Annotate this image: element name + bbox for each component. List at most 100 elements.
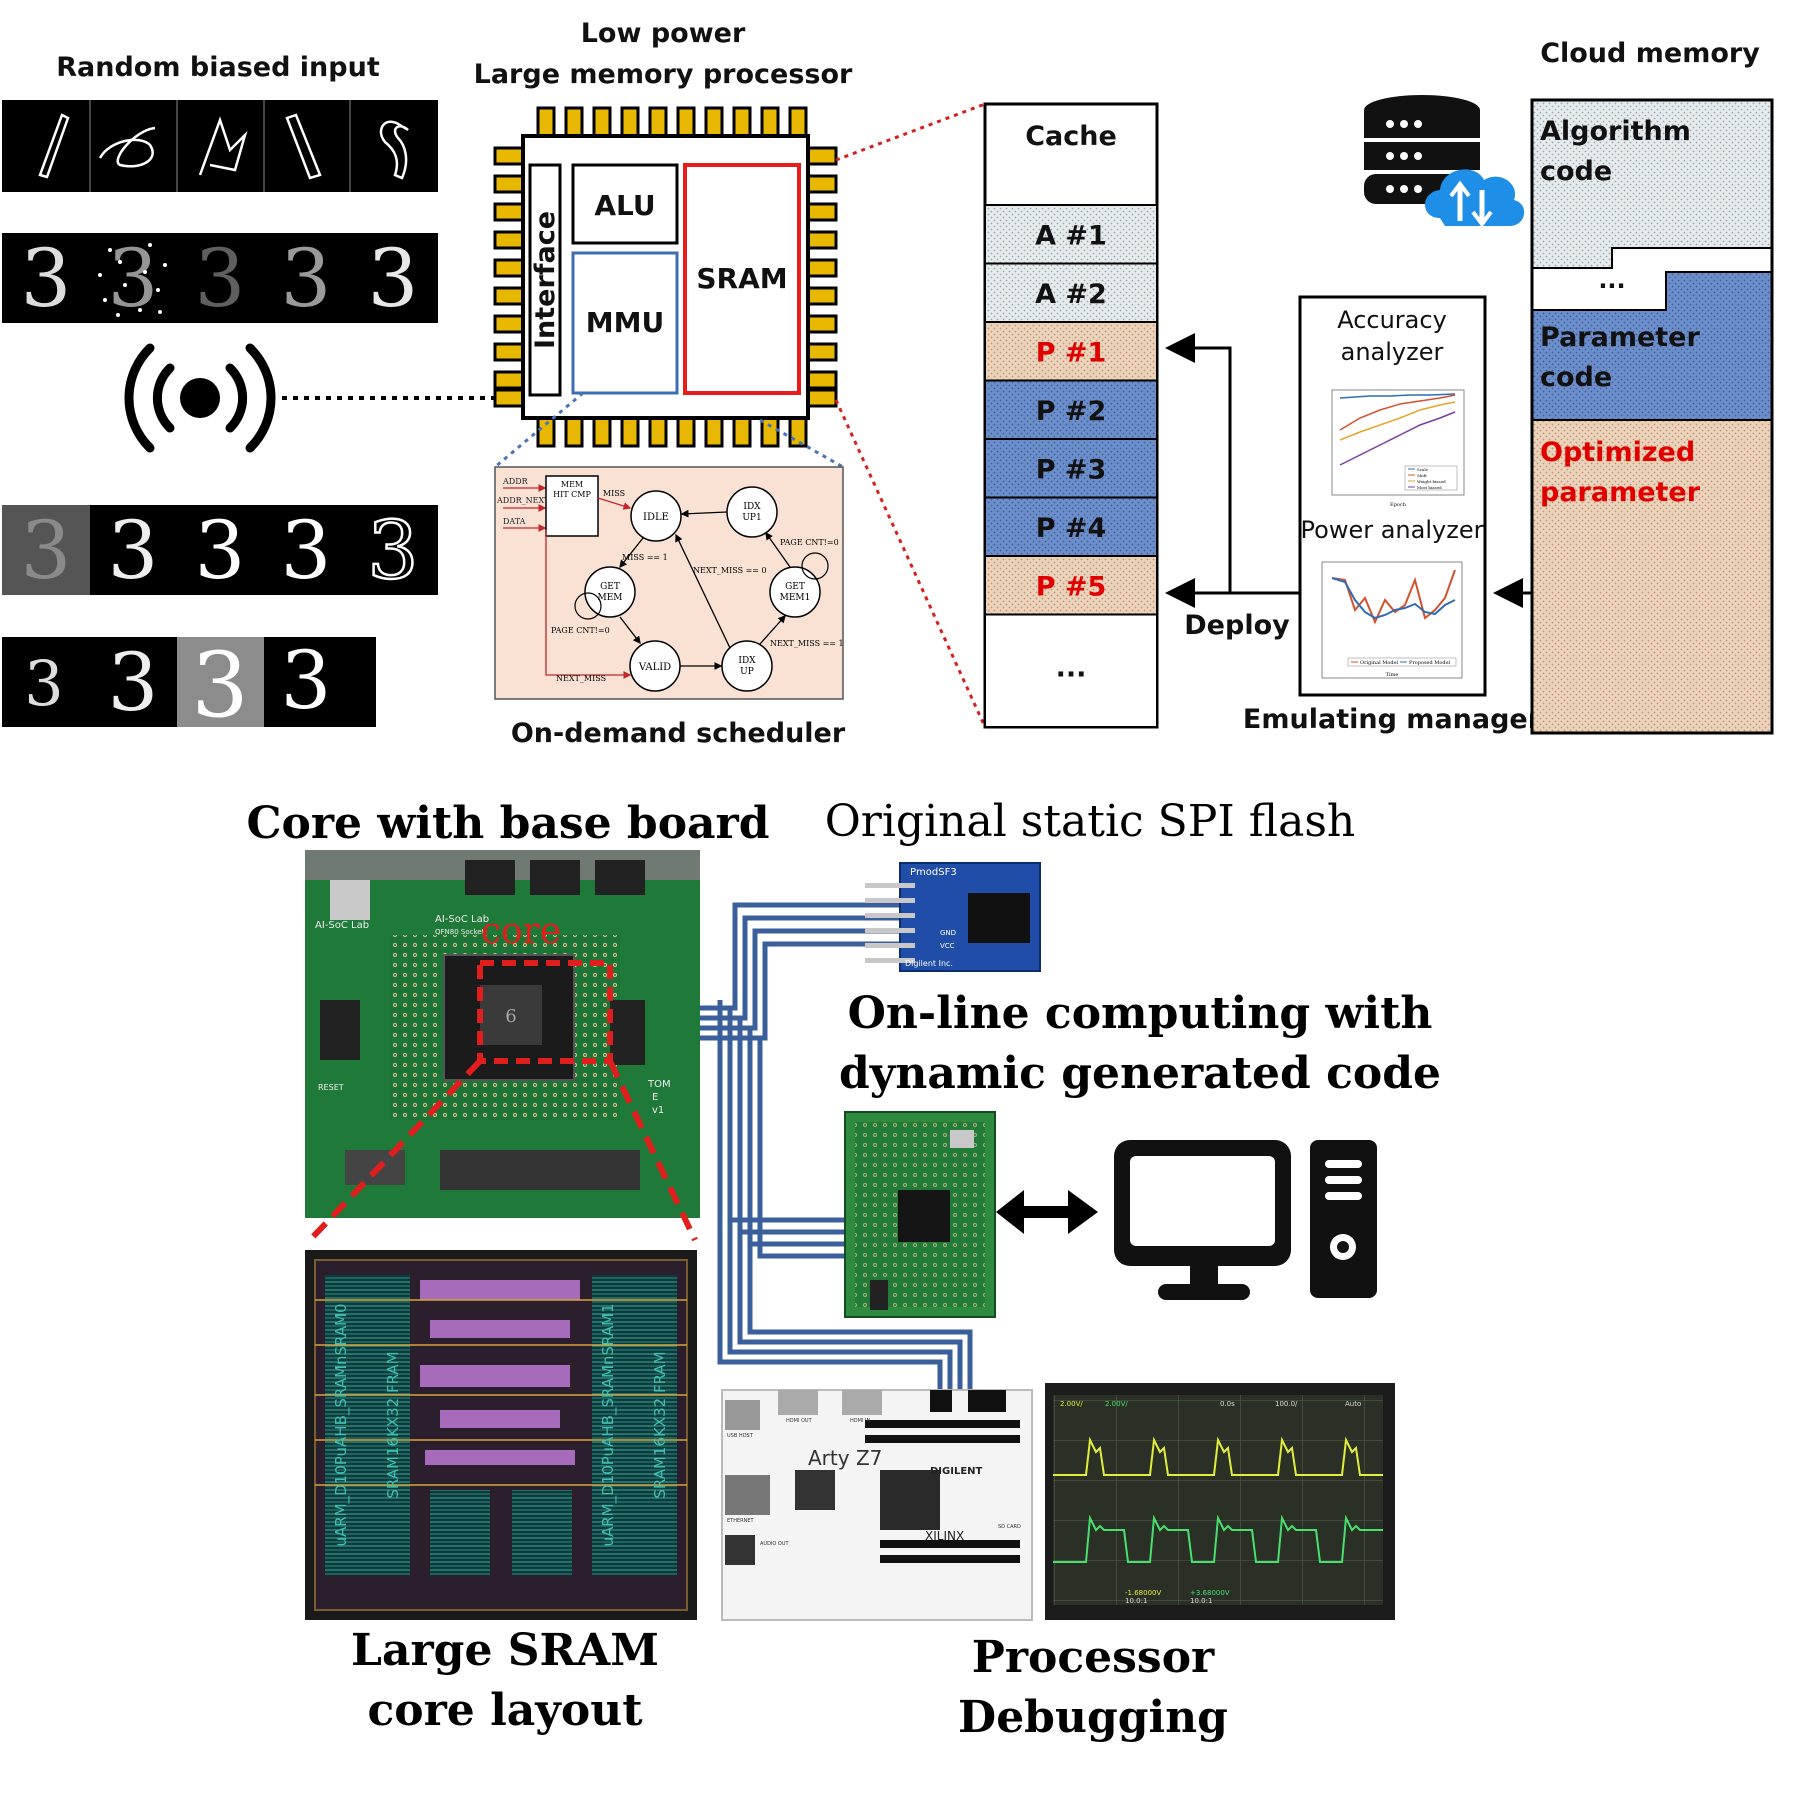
cloud-optimized-line1: Optimized	[1540, 437, 1695, 468]
cache-row-label-6: P #4	[1036, 513, 1107, 544]
cache-row-7	[984, 555, 1158, 616]
svg-text:3: 3	[108, 636, 159, 729]
scope-readout-time: 0.0s	[1220, 1400, 1235, 1408]
spi-pin-gnd: GND	[940, 929, 956, 937]
layout-text-right2: SRAM16KX32 FRAM	[651, 1351, 669, 1498]
core-board-label: Core with base board	[246, 798, 769, 849]
wire-bundle	[688, 902, 973, 1390]
svg-text:3: 3	[368, 636, 419, 729]
cache-row-8	[984, 613, 1158, 728]
digit-strip-1	[2, 100, 438, 192]
acc-legend-2: Weight biased	[1417, 479, 1446, 484]
power-series-0	[1331, 569, 1456, 625]
power-mini-chart: Original Model Proposed Model Time	[1321, 561, 1463, 679]
fsm-state-getmem-line2: MEM	[597, 593, 622, 603]
cloud-ellipsis: ...	[1598, 266, 1625, 294]
cloud-parameter-line2: code	[1540, 362, 1612, 393]
svg-text:3: 3	[368, 504, 419, 597]
processor-title-line2: Large memory processor	[474, 59, 853, 90]
svg-text:3: 3	[191, 633, 248, 738]
arty-ethernet: ETHERNET	[727, 1518, 755, 1524]
core-board-photo: 6 AI-SoC Lab AI-SoC Lab QFN80 Socket RES…	[305, 850, 700, 1218]
layout-text-right1: uARM_D10PuAHB_SRAMnSRAM1	[599, 1303, 618, 1546]
scheduler-caption: On-demand scheduler	[511, 718, 846, 749]
arty-brand2: XILINX	[925, 1529, 964, 1543]
online-line2: dynamic generated code	[839, 1048, 1441, 1099]
cache-row-label-8: ...	[1056, 653, 1087, 684]
chip-connectors	[494, 102, 987, 728]
fsm-cond-nextmiss: NEXT_MISS	[556, 674, 606, 683]
board-e: E	[652, 1092, 658, 1103]
cache-row-1	[984, 204, 1158, 265]
random-input-title: Random biased input	[56, 52, 380, 83]
cache-title: Cache	[1025, 121, 1117, 152]
sram-layout-image: uARM_D10PuAHB_SRAMnSRAM0 SRAM16KX32 FRAM…	[305, 1250, 697, 1620]
cloud-algorithm-line2: code	[1540, 156, 1612, 187]
acc-legend-0: Scale	[1417, 467, 1429, 472]
svg-text:3: 3	[108, 232, 159, 325]
emulating-manager: Accuracy analyzer Scale Shift Weight bia…	[1243, 295, 1542, 735]
layout-text-left2: SRAM16KX32 FRAM	[384, 1351, 402, 1498]
svg-text:3: 3	[21, 504, 72, 597]
acc-xlabel: Epoch	[1390, 502, 1407, 508]
cloud-algorithm-line1: Algorithm	[1540, 116, 1691, 147]
stm-board	[844, 1111, 996, 1318]
fsm-cond-nextmiss1: NEXT_MISS == 1	[770, 639, 844, 648]
spi-module-brand: Digilent Inc.	[905, 959, 953, 968]
scope-readout-bottom4: 10.0:1	[1190, 1597, 1212, 1605]
fsm-state-getmem1-line1: GET	[785, 582, 805, 592]
debug-line2: Debugging	[958, 1692, 1228, 1743]
fsm-state-valid: VALID	[638, 662, 671, 673]
accuracy-series-0	[1339, 393, 1456, 399]
svg-text:3: 3	[24, 647, 63, 720]
core-tag: core	[481, 911, 561, 952]
random-input-panel: Random biased input 3 3 3	[2, 52, 500, 738]
scope-readout-bottom3: 10.0:1	[1125, 1597, 1147, 1605]
digit-strip-4: 3 3 3 3 3	[2, 633, 438, 738]
processor-chip: Low power Large memory processor Interfa…	[474, 18, 853, 448]
accuracy-series-3	[1339, 411, 1456, 466]
arty-usb-host: USB HOST	[727, 1433, 754, 1439]
cloud-memory: Cloud memory Algorithm code ... Paramete…	[1364, 38, 1774, 735]
fsm-cond-nextmiss0: NEXT_MISS == 0	[693, 566, 767, 575]
accuracy-series-2	[1339, 401, 1456, 441]
desktop-computer-icon	[1114, 1140, 1377, 1300]
cache-row-3	[984, 321, 1158, 382]
cloud-parameter-line1: Parameter	[1540, 322, 1700, 353]
board-silk-left: AI-SoC Lab	[315, 920, 369, 931]
cache-row-6	[984, 496, 1158, 557]
board-silk-top: AI-SoC Lab	[435, 914, 489, 925]
sram-label: SRAM	[696, 262, 787, 295]
deploy-label: Deploy	[1184, 610, 1290, 641]
board-tom: TOM	[647, 1079, 671, 1090]
scheduler-fsm: ADDR ADDR_NEXT DATA MEM HIT CMP MISS IDL…	[494, 466, 846, 749]
deploy-arrows: Deploy	[1165, 333, 1300, 641]
cache-row-label-1: A #1	[1035, 220, 1107, 251]
board-v1: v1	[652, 1105, 664, 1116]
svg-text:3: 3	[108, 504, 159, 597]
scope-readout-auto: Auto	[1345, 1400, 1361, 1408]
fsm-signal-addr-next: ADDR_NEXT	[496, 496, 550, 505]
cache-column: Cache A #1A #2P #1P #2P #3P #4P #5...	[983, 102, 1159, 729]
fsm-signal-data: DATA	[503, 517, 526, 526]
arty-board: Arty Z7 DIGILENT XILINX HDMI OUT HDMI IN…	[721, 1389, 1033, 1621]
double-arrow-icon	[996, 1190, 1098, 1234]
svg-text:3: 3	[281, 504, 332, 597]
fsm-state-idxup-line1: IDX	[738, 656, 756, 666]
accuracy-series-1	[1339, 394, 1456, 431]
fsm-signal-addr: ADDR	[502, 477, 529, 486]
power-series-1	[1331, 577, 1456, 620]
arty-sd: SD CARD	[998, 1524, 1021, 1530]
svg-text:3: 3	[281, 634, 332, 727]
scope-readout-bottom2: +3.68000V	[1190, 1589, 1230, 1597]
acc-legend-3: Most biased	[1417, 485, 1442, 490]
online-line1: On-line computing with	[848, 988, 1433, 1039]
pow-xlabel: Time	[1386, 672, 1399, 678]
scope-readout-div: 100.0/	[1275, 1400, 1298, 1408]
cloud-title: Cloud memory	[1540, 38, 1760, 69]
accuracy-label-line2: analyzer	[1341, 338, 1444, 366]
wireless-signal-icon	[124, 343, 500, 453]
accuracy-label-line1: Accuracy	[1337, 306, 1447, 334]
fsm-state-idle: IDLE	[643, 512, 669, 523]
